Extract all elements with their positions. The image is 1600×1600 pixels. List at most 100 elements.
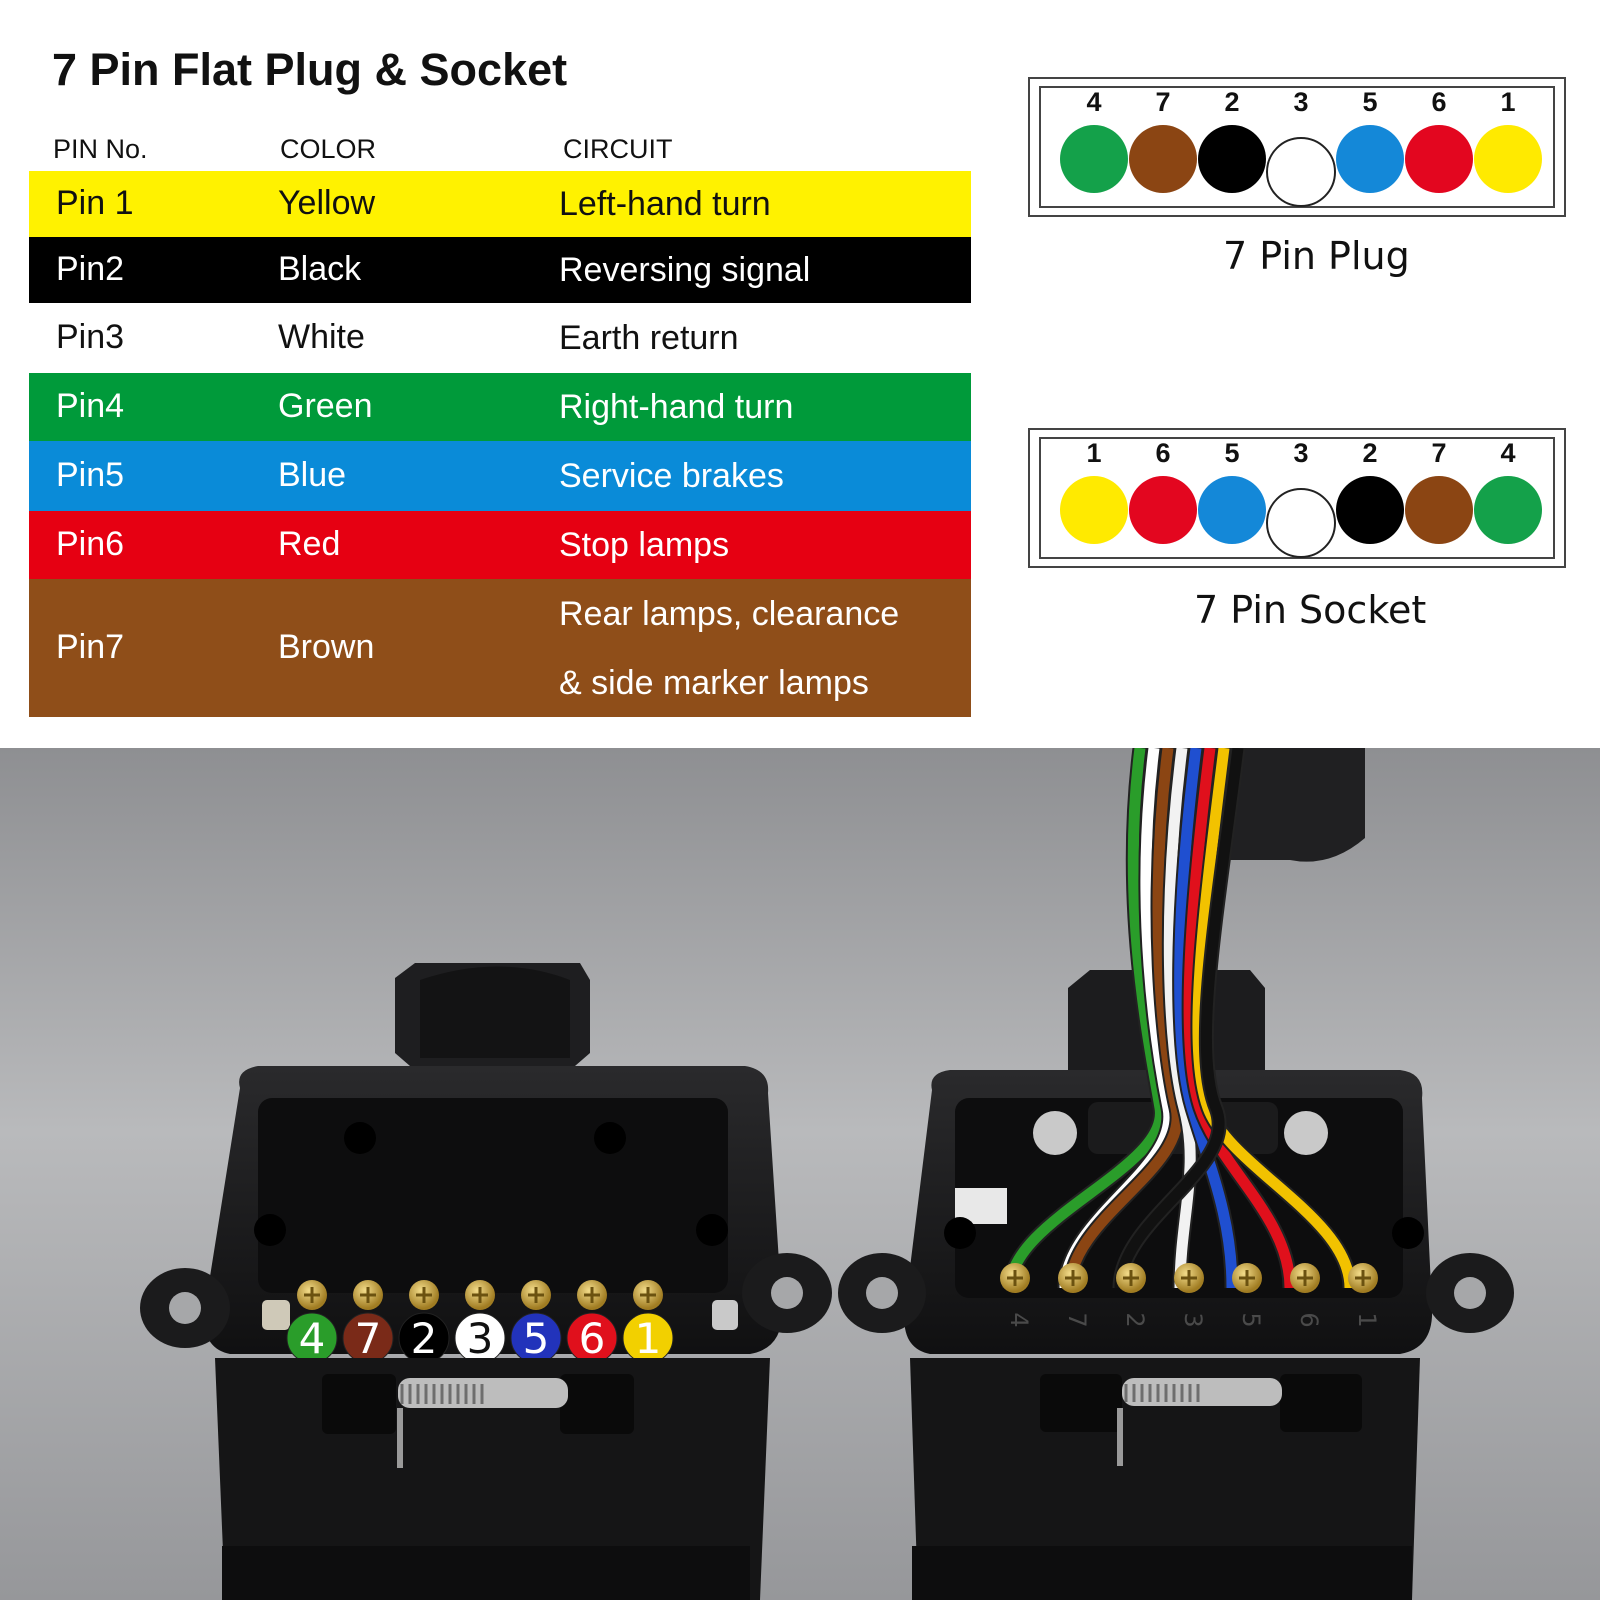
terminal-label: 3	[1179, 1312, 1207, 1327]
color-cell: White	[278, 318, 365, 356]
pin-color-dot	[1266, 488, 1336, 558]
pin-color-dot	[1266, 137, 1336, 207]
screw-slot	[584, 1287, 600, 1303]
plug-inner-frame	[1039, 86, 1555, 208]
color-cell: Brown	[278, 628, 375, 666]
pin-number-cell: Pin4	[56, 387, 125, 425]
color-cell: Black	[278, 250, 362, 288]
wire	[1183, 748, 1296, 1289]
pin-color-dot	[1198, 125, 1266, 193]
wire	[1064, 748, 1183, 1289]
circuit-cell: Left-hand turn	[559, 185, 771, 223]
screw-slot	[416, 1287, 432, 1303]
screw-slot	[1123, 1270, 1139, 1286]
screw-slot	[1239, 1270, 1255, 1286]
wire	[1174, 748, 1238, 1289]
pin-color-dot	[1060, 476, 1128, 544]
pin-badge-number: 4	[299, 1314, 326, 1363]
pin-color-dot	[1129, 125, 1197, 193]
wire	[1114, 748, 1244, 1289]
pin-label: 3	[1293, 87, 1309, 117]
color-cell: Yellow	[278, 184, 376, 222]
pin-number-cell: Pin7	[56, 628, 125, 666]
pin-color-dot	[1336, 125, 1404, 193]
pin-badge-number: 1	[635, 1314, 662, 1363]
color-cell: Red	[278, 525, 341, 563]
circuit-cell: & side marker lamps	[559, 664, 869, 702]
screw-slot	[304, 1287, 320, 1303]
circuit-cell: Reversing signal	[559, 251, 811, 289]
pin-color-dot	[1474, 125, 1542, 193]
pin-number-cell: Pin5	[56, 456, 125, 494]
header-color: COLOR	[280, 134, 377, 164]
pin-color-dot	[1405, 476, 1473, 544]
screw-slot	[1181, 1270, 1197, 1286]
pin-color-dot	[1129, 476, 1197, 544]
header-circuit: CIRCUIT	[563, 134, 673, 164]
plug-caption: 7 Pin Plug	[1223, 234, 1410, 278]
pin-number-cell: Pin3	[56, 318, 125, 356]
pin-label: 4	[1086, 87, 1102, 117]
terminal-label: 6	[1295, 1312, 1323, 1327]
circuit-cell: Service brakes	[559, 457, 784, 495]
socket-caption: 7 Pin Socket	[1194, 588, 1427, 632]
table-row: Pin2 Black Reversing signal	[29, 237, 971, 303]
pin-number-cell: Pin2	[56, 250, 125, 288]
pin-color-dot	[1405, 125, 1473, 193]
pin-number-cell: Pin6	[56, 525, 125, 563]
color-cell: Blue	[278, 456, 347, 494]
pin-label: 7	[1155, 87, 1171, 117]
page-title: 7 Pin Flat Plug & Socket	[52, 44, 568, 95]
circuit-cell: Earth return	[559, 319, 739, 357]
pin-label: 5	[1362, 87, 1378, 117]
wire	[1163, 748, 1196, 1289]
plug-pin-diagram: 4 7 2 3 5 6 1	[1028, 77, 1566, 217]
table-row: Pin6 Red Stop lamps	[29, 511, 971, 579]
pin-label: 4	[1500, 438, 1516, 468]
pin-badge-number: 5	[523, 1314, 550, 1363]
terminal-label: 7	[1063, 1312, 1091, 1327]
screw-slot	[472, 1287, 488, 1303]
pin-badge-number: 2	[411, 1314, 438, 1363]
pin-label: 5	[1224, 438, 1240, 468]
screw-slot	[1007, 1270, 1023, 1286]
pin-label: 2	[1362, 438, 1378, 468]
screw-slot	[1355, 1270, 1371, 1286]
circuit-cell: Right-hand turn	[559, 388, 794, 426]
wiring-info-panel: 7 Pin Flat Plug & Socket PIN No. COLOR C…	[0, 0, 1600, 735]
table-row: Pin5 Blue Service brakes	[29, 441, 971, 511]
colored-wires	[1002, 748, 1358, 1289]
pin-color-dot	[1474, 476, 1542, 544]
left-hinge-spring	[400, 1384, 484, 1404]
screw-slot	[528, 1287, 544, 1303]
table-row: Pin4 Green Right-hand turn	[29, 373, 971, 441]
color-cell: Green	[278, 387, 373, 425]
screw-slot	[360, 1287, 376, 1303]
pin-label: 1	[1086, 438, 1102, 468]
pin-label: 3	[1293, 438, 1309, 468]
table-row: Pin 1 Yellow Left-hand turn	[29, 171, 971, 237]
circuit-cell: Stop lamps	[559, 526, 730, 564]
pin-color-dot	[1336, 476, 1404, 544]
right-terminal-screws	[1000, 1263, 1378, 1293]
wire	[1004, 748, 1166, 1289]
pin-label: 6	[1431, 87, 1447, 117]
pin-label: 2	[1224, 87, 1240, 117]
pin-badge-number: 7	[355, 1314, 382, 1363]
header-pin-no: PIN No.	[53, 134, 148, 164]
pin-badge-number: 6	[579, 1314, 606, 1363]
pin-label: 6	[1155, 438, 1171, 468]
pin-number-cell: Pin 1	[56, 184, 134, 222]
screw-slot	[640, 1287, 656, 1303]
pin-label: 7	[1431, 438, 1447, 468]
pin-color-dot	[1198, 476, 1266, 544]
pin-label: 1	[1500, 87, 1516, 117]
